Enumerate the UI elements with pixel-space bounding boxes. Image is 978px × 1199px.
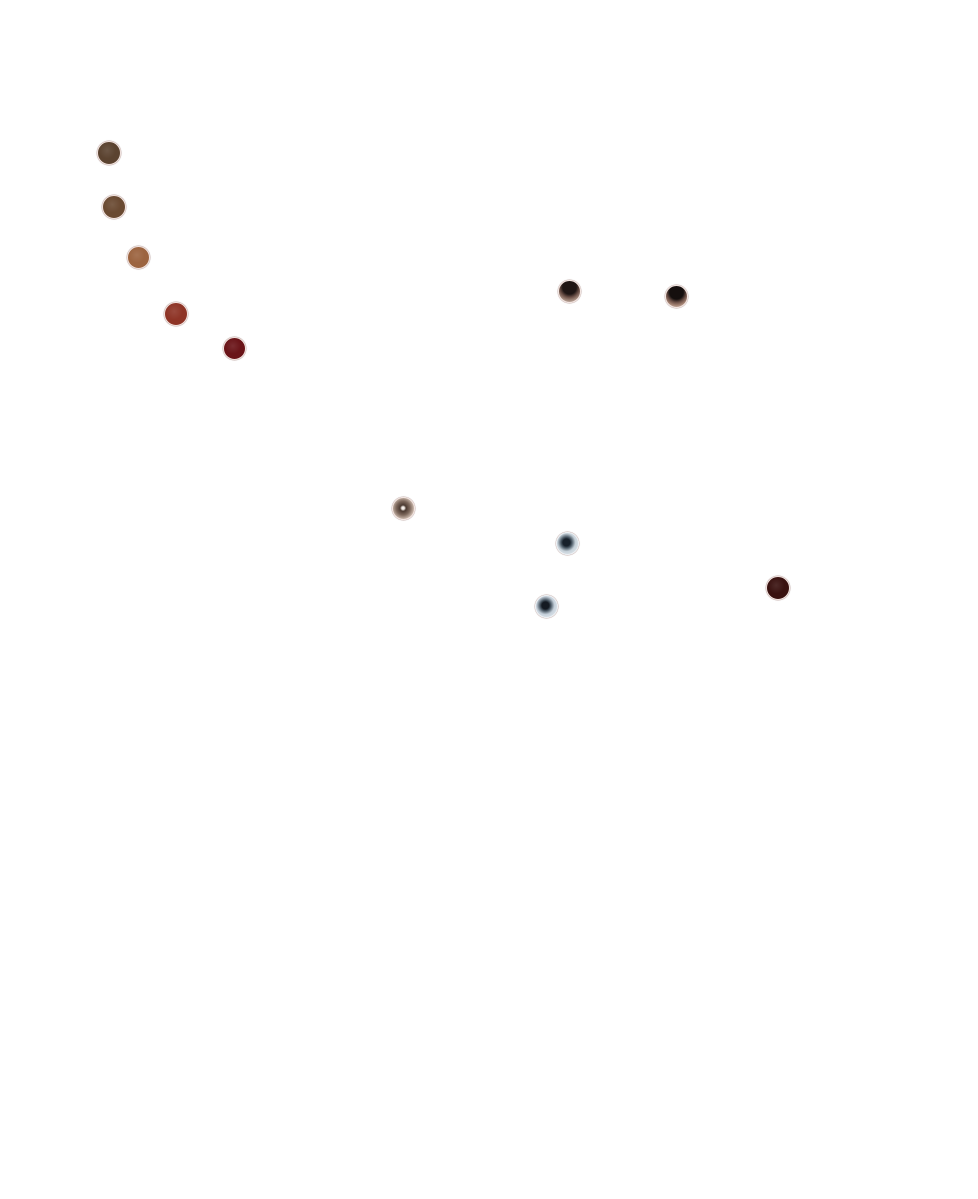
iris-dot xyxy=(391,496,415,520)
iris-dot xyxy=(664,284,688,308)
color-dot xyxy=(222,336,246,360)
color-dot xyxy=(126,245,150,269)
color-dot xyxy=(164,302,188,326)
iris-dot xyxy=(534,594,558,618)
iris-dot xyxy=(555,531,579,555)
color-dot xyxy=(97,141,121,165)
iris-dot xyxy=(557,279,581,303)
color-dot xyxy=(766,576,790,600)
color-dot xyxy=(102,195,126,219)
